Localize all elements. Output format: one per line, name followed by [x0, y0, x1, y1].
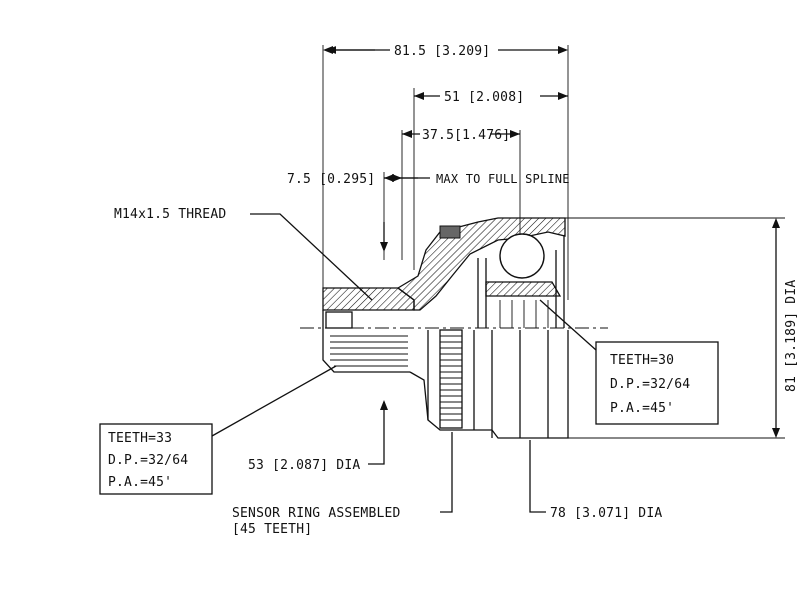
sensor-ring-teeth	[440, 335, 462, 421]
body-dia-label: 78 [3.071] DIA	[550, 506, 662, 521]
outer-spline-pa: P.A.=45'	[108, 475, 172, 490]
thread-offset-label: 7.5 [0.295]	[287, 172, 375, 187]
inner-spline-dp: D.P.=32/64	[610, 377, 690, 392]
outer-spline-teeth: TEETH=33	[108, 431, 172, 446]
inner-spline-box	[595, 341, 719, 425]
outer-spline	[330, 335, 408, 367]
sensor-ring-teeth-label: [45 TEETH]	[232, 522, 312, 537]
leader-lines	[211, 177, 597, 513]
part-body	[300, 217, 608, 439]
thread-label: M14x1.5 THREAD	[114, 207, 226, 222]
overall-length-label: 81.5 [3.209]	[394, 44, 490, 59]
outer-dia-label: 81 [3.189] DIA	[784, 280, 799, 392]
max-to-spline-label: MAX TO FULL SPLINE	[436, 172, 570, 186]
shaft-dia-label: 53 [2.087] DIA	[248, 458, 360, 473]
body-length-label: 51 [2.008]	[444, 90, 524, 105]
outer-spline-box	[99, 423, 213, 495]
sensor-ring-label: SENSOR RING ASSEMBLED	[232, 506, 401, 521]
inner-spline-pa: P.A.=45'	[610, 401, 674, 416]
inner-spline-teeth: TEETH=30	[610, 353, 674, 368]
spline-distance-label: 37.5[1.476]	[422, 128, 510, 143]
dimension-lines	[322, 45, 785, 439]
outer-spline-dp: D.P.=32/64	[108, 453, 188, 468]
